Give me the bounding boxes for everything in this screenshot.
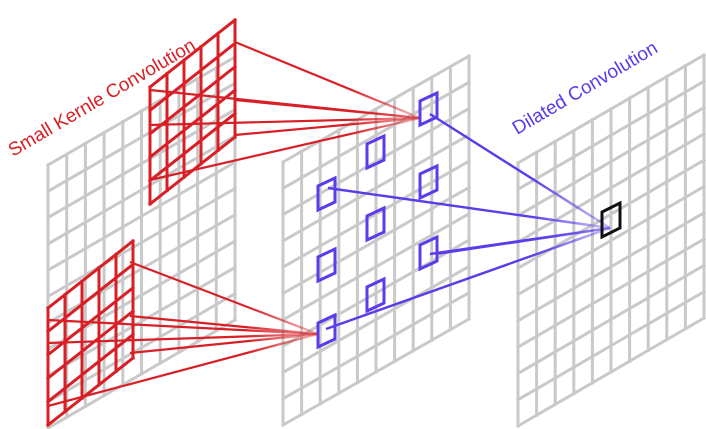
grid-line bbox=[515, 131, 706, 244]
grid-line bbox=[515, 237, 706, 350]
connection-line-red bbox=[129, 260, 319, 336]
grid-line bbox=[147, 17, 238, 90]
grid-line bbox=[280, 185, 472, 296]
grid-line bbox=[515, 263, 706, 376]
dilated-sample-cell bbox=[316, 246, 337, 284]
output-grid bbox=[515, 52, 706, 429]
grid-line bbox=[45, 212, 238, 325]
grid-line bbox=[515, 289, 706, 402]
connection-line-blue bbox=[325, 226, 611, 331]
grid-line bbox=[147, 64, 238, 136]
dilated-sample-cell bbox=[418, 163, 439, 201]
grid-line bbox=[515, 105, 706, 218]
grid-line bbox=[45, 265, 238, 378]
grid-line bbox=[147, 41, 238, 113]
connection-lines-layer bbox=[47, 40, 611, 408]
connection-line-red bbox=[234, 40, 421, 120]
dilated-sample-cell bbox=[365, 133, 386, 171]
highlighted-cells-layer bbox=[316, 90, 622, 350]
dilated-sample-cell bbox=[316, 175, 337, 213]
grid-line bbox=[280, 53, 472, 165]
connection-line-blue bbox=[327, 186, 611, 230]
grid-line bbox=[45, 355, 136, 428]
connection-line-blue bbox=[429, 112, 611, 230]
dilated-sample-cell bbox=[365, 276, 386, 314]
dilated-sample-cell bbox=[418, 90, 439, 128]
grid-line bbox=[280, 264, 472, 375]
grid-line bbox=[280, 211, 472, 322]
grid-line bbox=[515, 315, 706, 429]
grid-layer bbox=[45, 52, 706, 429]
grid-line bbox=[45, 133, 238, 246]
dilated-sample-cell bbox=[365, 205, 386, 243]
connection-line-red bbox=[149, 116, 421, 182]
grid-line bbox=[515, 210, 706, 323]
grid-line bbox=[45, 238, 136, 311]
middle-grid bbox=[280, 53, 472, 428]
grid-line bbox=[45, 54, 238, 168]
grid-line bbox=[45, 186, 238, 299]
connection-line-red bbox=[47, 318, 319, 336]
grid-line bbox=[45, 291, 238, 404]
connection-line-red bbox=[129, 314, 319, 336]
grid-line bbox=[280, 316, 472, 428]
dilated-sample-cell bbox=[418, 234, 439, 272]
grid-line bbox=[45, 81, 238, 194]
grid-line bbox=[45, 332, 136, 404]
grid-line bbox=[515, 184, 706, 297]
kernel-top bbox=[147, 17, 238, 207]
output-cell bbox=[600, 200, 622, 240]
connection-line-red bbox=[149, 116, 421, 127]
connection-line-red bbox=[129, 332, 319, 355]
grid-line bbox=[45, 107, 238, 220]
connection-line-red bbox=[47, 332, 319, 345]
connection-line-red bbox=[234, 116, 421, 137]
grid-line bbox=[280, 290, 472, 401]
connection-line-red bbox=[234, 98, 421, 120]
grid-line bbox=[147, 111, 238, 183]
connection-line-blue bbox=[435, 226, 611, 256]
grid-line bbox=[45, 309, 136, 381]
kernel-layer bbox=[45, 17, 238, 428]
connection-line-red bbox=[47, 332, 319, 408]
grid-line bbox=[45, 160, 238, 273]
kernel-bottom bbox=[45, 238, 136, 428]
grid-line bbox=[515, 79, 706, 192]
grid-line bbox=[280, 106, 472, 217]
grid-line bbox=[280, 132, 472, 243]
dilated-sample-cell bbox=[316, 312, 337, 350]
grid-line bbox=[515, 52, 706, 166]
